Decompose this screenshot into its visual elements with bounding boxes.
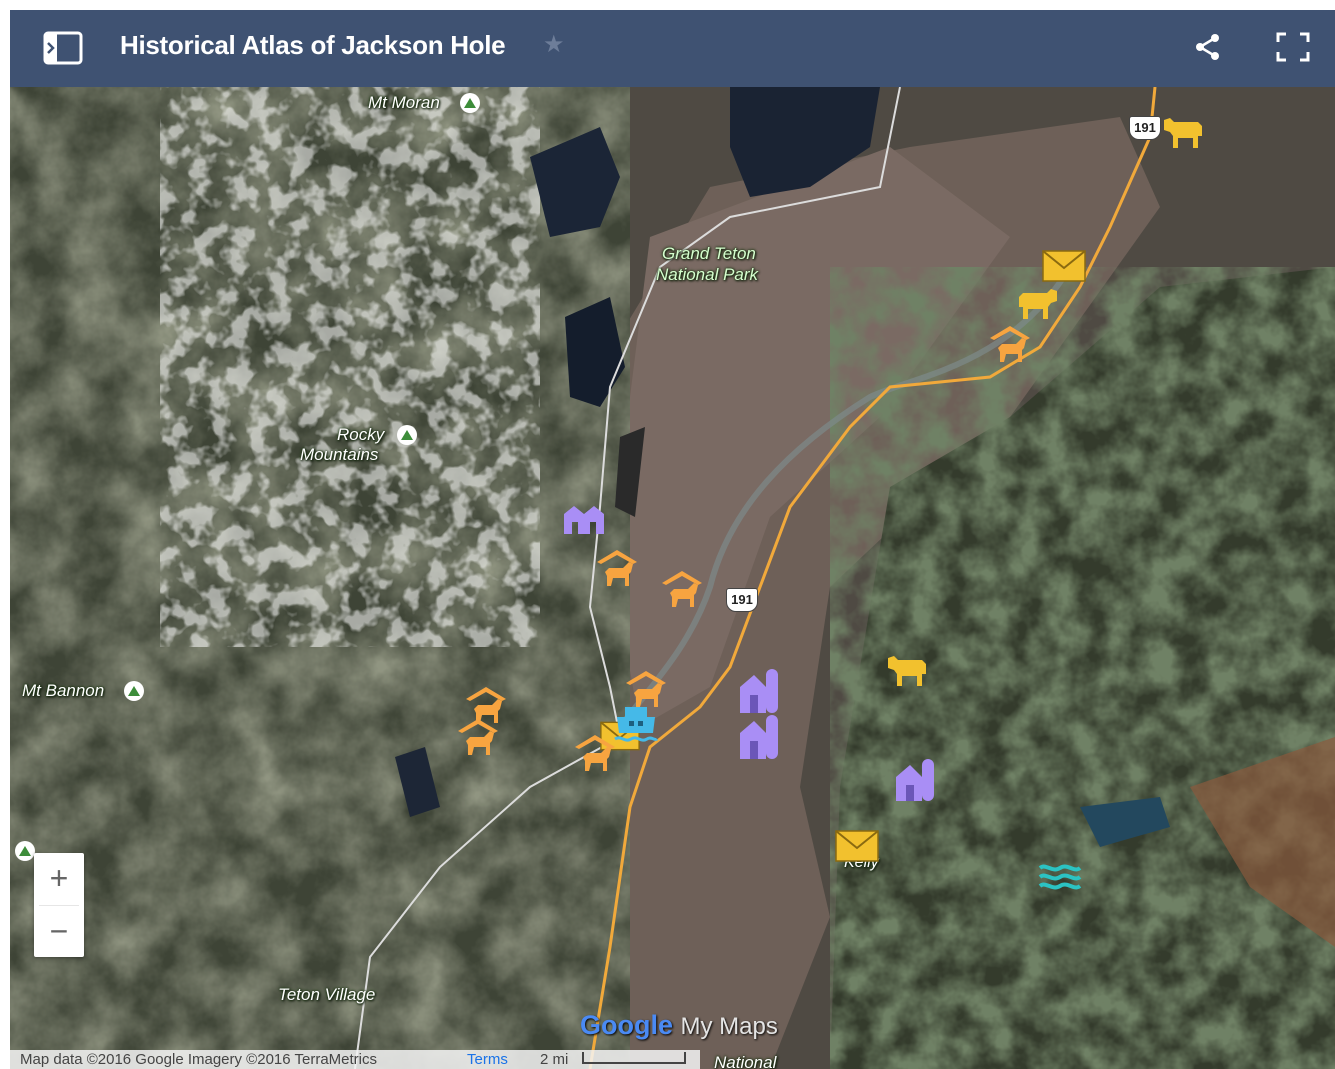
map-footer: Map data ©2016 Google Imagery ©2016 Terr… — [10, 1050, 700, 1069]
envelope-icon[interactable] — [835, 830, 879, 862]
attribution-text: Map data ©2016 Google Imagery ©2016 Terr… — [20, 1051, 378, 1068]
share-icon[interactable] — [1193, 32, 1223, 62]
envelope-icon[interactable] — [1042, 250, 1086, 282]
horse-ranch-icon[interactable] — [988, 324, 1032, 368]
label-national-park: National Park — [656, 265, 759, 284]
horse-ranch-icon[interactable] — [624, 669, 668, 713]
cattle-icon[interactable] — [1160, 112, 1206, 150]
peak-icon[interactable] — [460, 93, 480, 113]
building-icon[interactable] — [562, 502, 606, 536]
building-icon[interactable] — [894, 757, 938, 803]
star-icon[interactable]: ★ — [543, 31, 565, 58]
fullscreen-icon[interactable] — [1276, 32, 1310, 62]
label-teton-village: Teton Village — [278, 985, 376, 1004]
satellite-terrain — [10, 87, 1335, 1069]
road-shield-191: 191 — [726, 588, 758, 612]
label-mt-moran: Mt Moran — [368, 93, 440, 112]
cattle-icon[interactable] — [1015, 283, 1061, 321]
app-header: Historical Atlas of Jackson Hole ★ — [10, 10, 1335, 87]
label-mt-bannon: Mt Bannon — [22, 681, 105, 700]
ferry-icon[interactable] — [613, 703, 659, 747]
scale-label: 2 mi — [540, 1051, 569, 1068]
terms-link[interactable]: Terms — [467, 1051, 508, 1068]
road-shield-191: 191 — [1129, 116, 1161, 140]
label-grand-teton: Grand Teton — [662, 244, 756, 263]
zoom-in-button[interactable]: + — [49, 860, 69, 896]
horse-ranch-icon[interactable] — [573, 733, 617, 777]
page-title: Historical Atlas of Jackson Hole — [120, 30, 506, 60]
peak-icon[interactable] — [397, 425, 417, 445]
horse-ranch-icon[interactable] — [660, 569, 704, 613]
water-icon[interactable] — [1038, 862, 1082, 892]
horse-ranch-icon[interactable] — [456, 717, 500, 761]
peak-icon[interactable] — [15, 841, 35, 861]
label-national: National — [714, 1053, 777, 1069]
scale-bar — [582, 1052, 686, 1064]
cattle-icon[interactable] — [884, 650, 930, 688]
map-app: Historical Atlas of Jackson Hole ★ — [10, 10, 1335, 1069]
map-canvas[interactable]: Mt Moran Grand Teton National Park Rocky… — [10, 87, 1335, 1069]
zoom-divider — [39, 905, 79, 906]
google-logo: Google — [580, 1010, 673, 1040]
horse-ranch-icon[interactable] — [595, 548, 639, 592]
zoom-control: + − — [34, 853, 84, 957]
horse-ranch-icon[interactable] — [464, 685, 508, 729]
zoom-out-button[interactable]: − — [49, 913, 69, 949]
sidebar-panel-icon[interactable] — [43, 31, 83, 65]
google-my-maps-logo: Google My Maps — [580, 1010, 778, 1041]
peak-icon[interactable] — [124, 681, 144, 701]
label-mountains: Mountains — [300, 445, 379, 464]
my-maps-text: My Maps — [680, 1013, 778, 1040]
label-rocky: Rocky — [337, 425, 385, 444]
building-icon[interactable] — [738, 667, 784, 761]
